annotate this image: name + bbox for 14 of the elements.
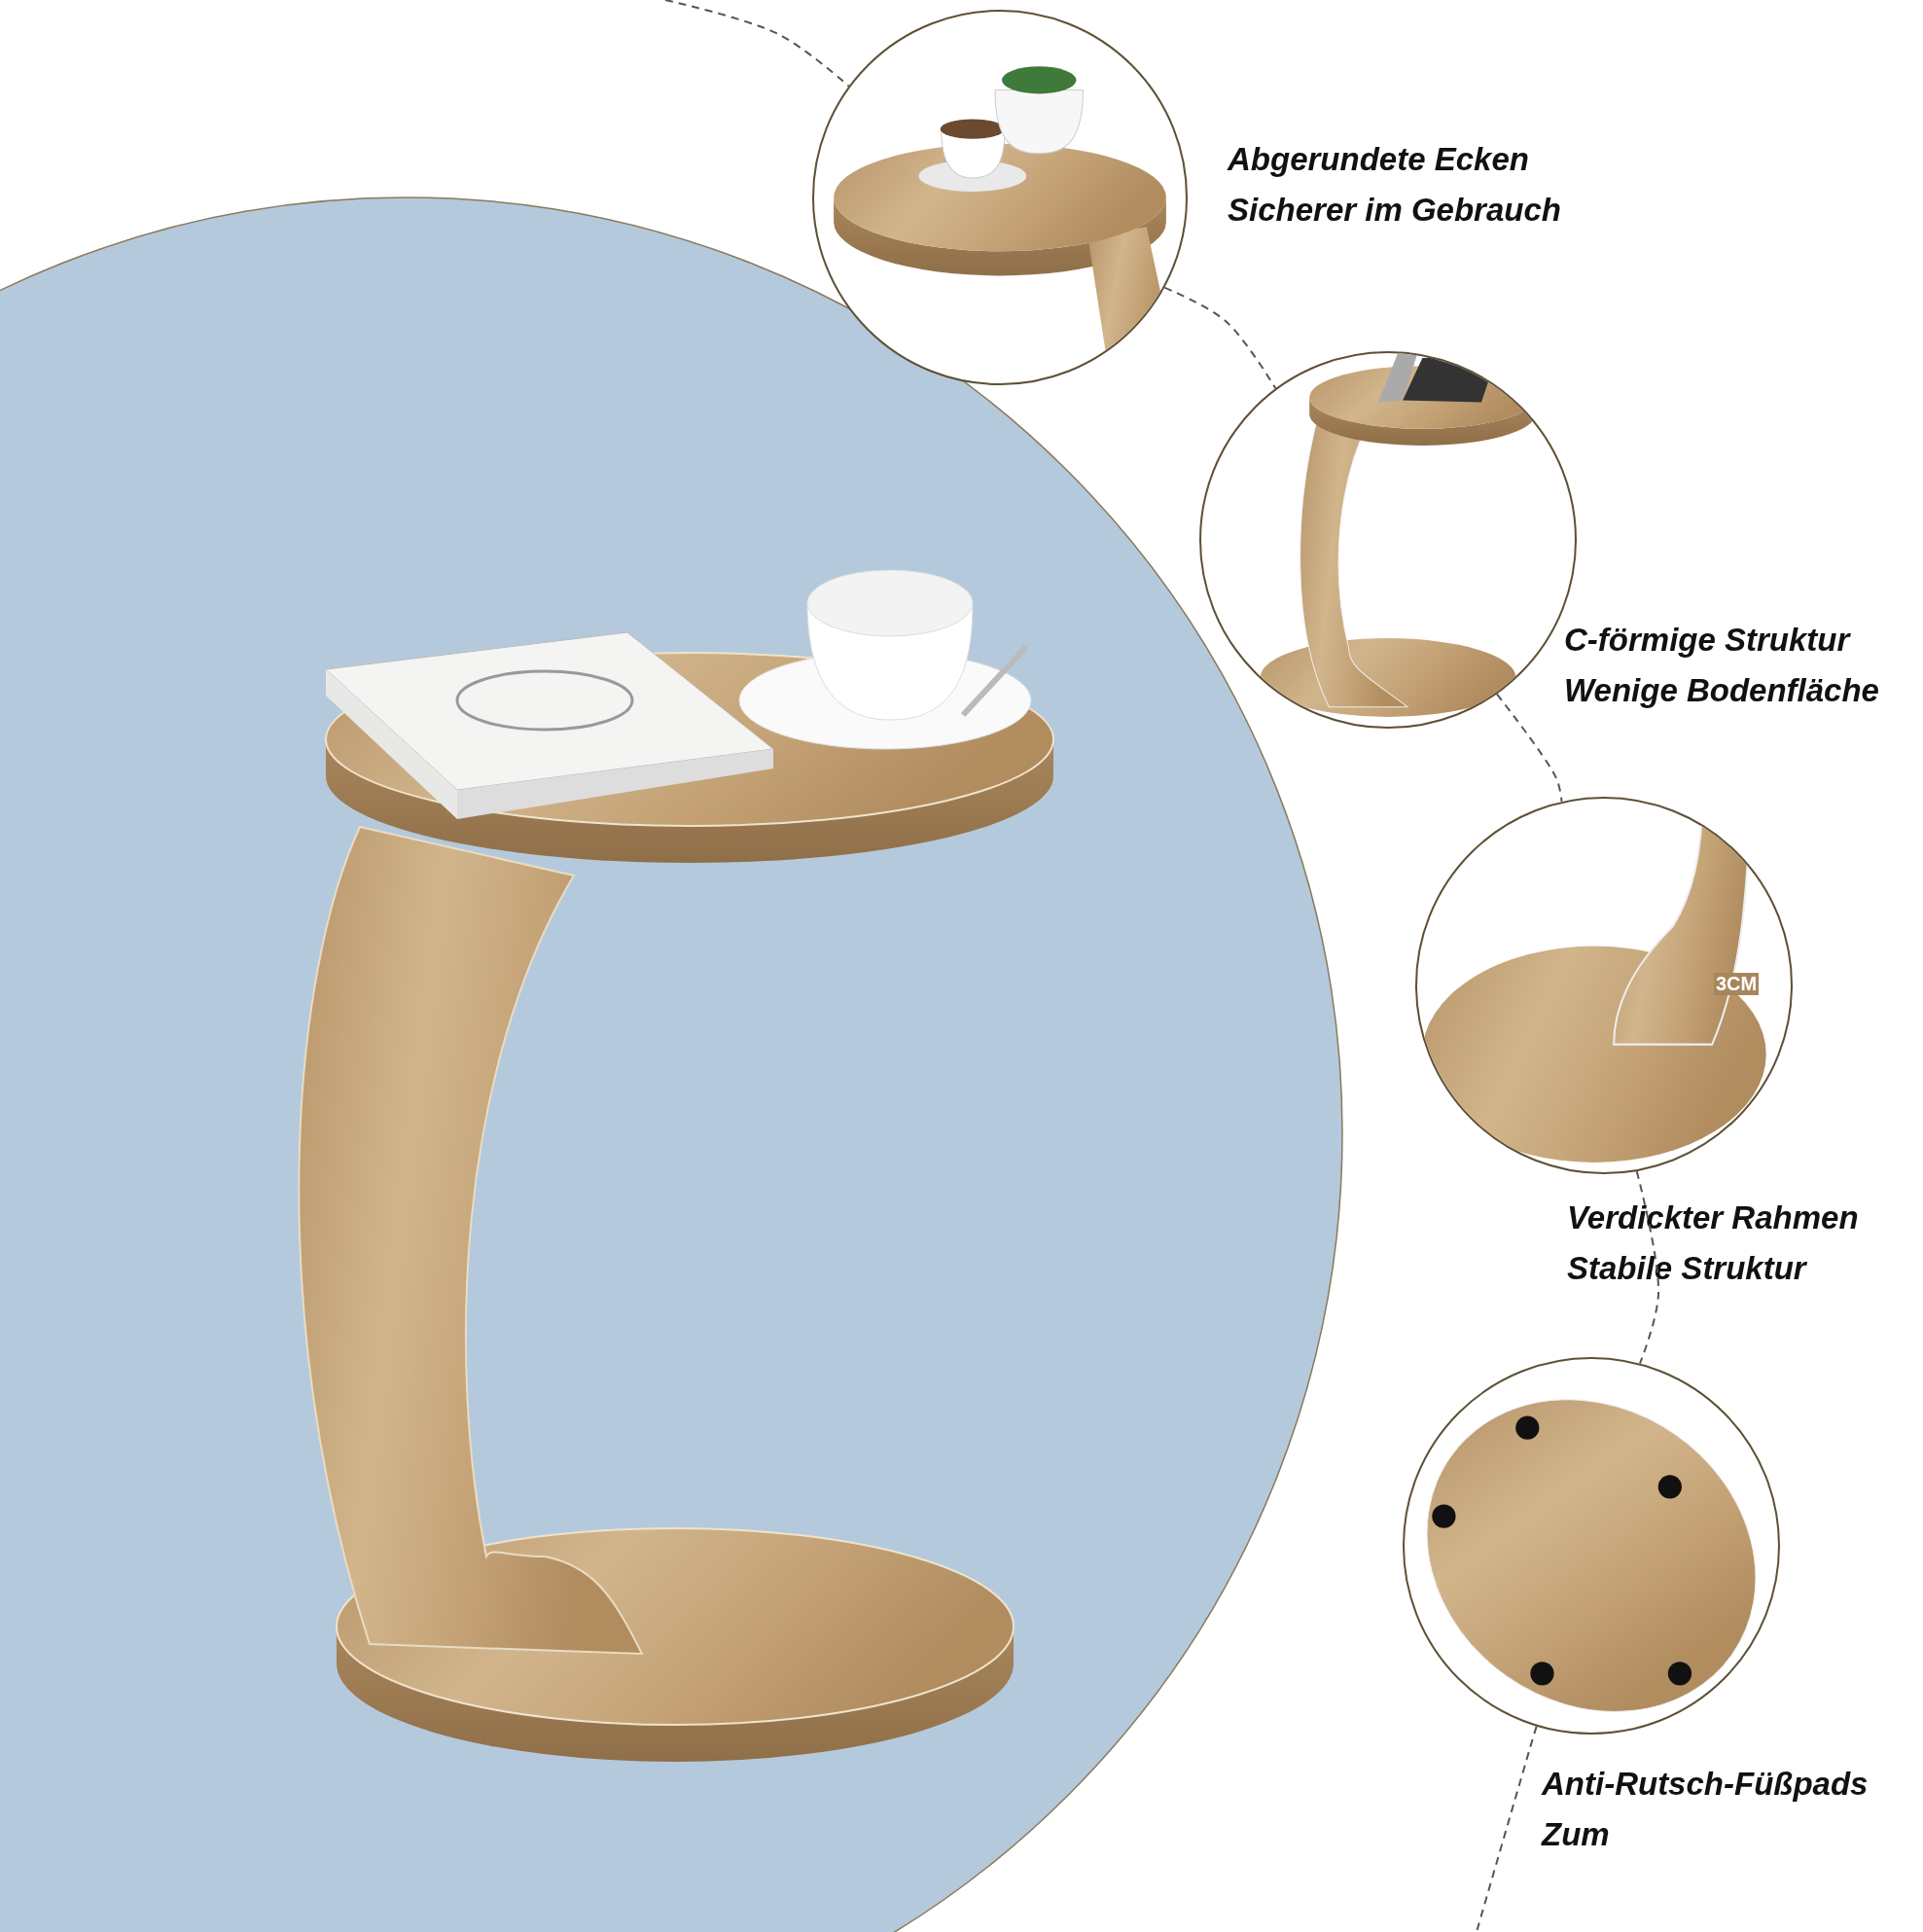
dashed-guide-line (1635, 1170, 1659, 1365)
feature-text: Stabile Struktur (1567, 1249, 1806, 1288)
dimension-label: 3CM (1714, 973, 1760, 995)
feature-text: Verdickter Rahmen (1567, 1199, 1859, 1237)
dashed-guide-line (1495, 693, 1563, 803)
dashed-guide-line (664, 0, 850, 88)
feature-text: Zum (1542, 1815, 1610, 1854)
feature-text: Anti-Rutsch-Füßpads (1542, 1765, 1869, 1804)
dashed-guide-line (1476, 1725, 1538, 1932)
feature-text: C-förmige Struktur (1564, 621, 1850, 660)
feature-text: Wenige Bodenfläche (1564, 671, 1879, 710)
feature-text: Abgerundete Ecken (1228, 140, 1529, 179)
dashed-guide-line (1163, 286, 1277, 390)
feature-text: Sicherer im Gebrauch (1228, 191, 1561, 230)
